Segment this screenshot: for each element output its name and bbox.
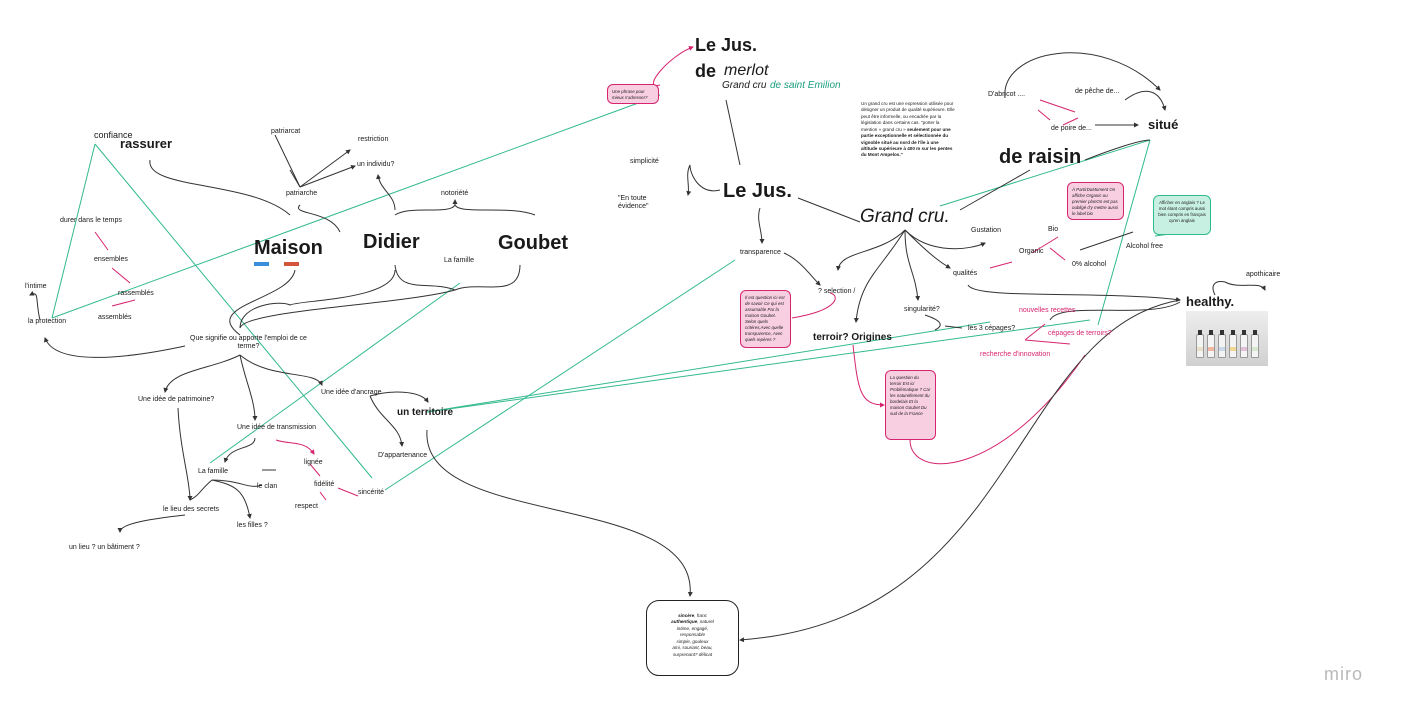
label-lignee: lignée (304, 459, 323, 466)
grand-cru-definition: Un grand cru est une expression utilisée… (861, 101, 956, 159)
label-apothicaire: apothicaire (1246, 271, 1281, 278)
label-assembles: assemblés (98, 314, 132, 321)
label-la-famille-top: La famille (444, 257, 474, 264)
label-sincerite: sincérité (358, 489, 385, 496)
card-line-4: responsable (679, 632, 706, 638)
title-le-jus-top: Le Jus. (695, 35, 758, 55)
label-qualites: qualités (953, 270, 978, 277)
label-nouvelles-recettes: nouvelles recettes (1019, 307, 1076, 314)
label-que-signifie: Que signifie ou apporte l'emploi de ce t… (190, 335, 307, 350)
title-maison: Maison (254, 237, 323, 259)
subtitle-saint-emilion: de saint Emilion (770, 80, 841, 91)
label-simplicite: simplicité (630, 158, 659, 165)
note-phrase[interactable]: Une phrase pour mieux s'adresser? (607, 84, 659, 104)
label-rassembles: rassemblés (118, 290, 154, 297)
label-restriction: restriction (358, 136, 389, 143)
label-gustation: Gustation (971, 227, 1001, 234)
bottle-icon (1196, 330, 1204, 358)
product-photo[interactable] (1186, 311, 1268, 366)
title-merlot: merlot (724, 62, 769, 79)
label-alcohol-free: Alcohol free (1126, 243, 1163, 250)
label-la-protection: la protection (28, 318, 67, 325)
card-line-3: intime, engagé, (676, 625, 709, 631)
card-line-5: simple, gouleux (676, 638, 709, 644)
label-la-famille: La famille (198, 468, 228, 475)
label-ensembles: ensembles (94, 256, 128, 263)
subtitle-grand-cru: Grand cru (722, 80, 767, 91)
label-fidelite: fidélité (314, 481, 335, 488)
label-le-clan: le clan (257, 483, 278, 490)
title-un-territoire: un territoire (397, 407, 454, 418)
label-de-poire: de poire de... (1051, 125, 1092, 132)
bottle-label (1219, 347, 1225, 351)
label-patriarche: patriarche (286, 190, 318, 197)
bottle-label (1241, 347, 1247, 351)
values-card[interactable]: sincère, franc authentique, naturel inti… (646, 600, 739, 676)
label-en-toute-evidence: "En toute évidence" (618, 195, 649, 210)
note-selection[interactable]: Il est question ici est de savoir Ce qui… (740, 290, 791, 348)
card-word-sincere: sincère (678, 613, 695, 618)
card-text-2: , naturel (697, 619, 714, 625)
title-le-jus-mid: Le Jus. (723, 180, 792, 202)
label-selection: ? selection / (818, 288, 856, 295)
label-organic: Organic (1019, 248, 1044, 255)
definition-text: Un grand cru est une expression utilisée… (861, 101, 955, 132)
note-terroir[interactable]: La question du terroir Est ici Problémat… (885, 370, 936, 440)
bottle-label (1208, 347, 1214, 351)
label-lieu-secrets: le lieu des secrets (163, 506, 220, 513)
card-line-6: ami, souriant, beau, (672, 645, 713, 651)
label-trois-cepages: les 3 cépages? (968, 325, 1016, 332)
label-transmission: Une idée de transmission (237, 424, 316, 431)
label-un-individu: un individu? (357, 161, 395, 168)
label-patriarcat: patriarcat (271, 128, 301, 135)
label-cepages-terroirs: cépages de terroirs? (1048, 330, 1112, 337)
note-alcohol[interactable]: À PartirDuMoment On affiche Organic ou p… (1067, 182, 1124, 220)
label-recherche-innovation: recherche d'innovation (980, 351, 1051, 358)
label-singularite: singularité? (904, 306, 940, 313)
label-notoriete: notoriété (441, 190, 469, 197)
card-line-7: surprenant? délicat (672, 651, 713, 657)
note-english[interactable]: Afficher en anglais ? Le mot étant compr… (1153, 195, 1211, 235)
bottle-icon (1240, 330, 1248, 358)
label-un-lieu: un lieu ? un bâtiment ? (69, 544, 140, 551)
title-de: de (695, 61, 717, 81)
bottle-icon (1229, 330, 1237, 358)
label-appartenance: D'appartenance (378, 452, 428, 459)
title-situe: situé (1148, 117, 1179, 132)
title-didier: Didier (363, 231, 420, 253)
label-ancrage: Une idée d'ancrage (321, 389, 382, 396)
blue-bar (254, 262, 269, 266)
bottle-label (1252, 347, 1258, 351)
label-terroir-origines: terroir? Origines (813, 332, 892, 343)
bottle-label (1197, 347, 1203, 351)
title-goubet: Goubet (498, 232, 568, 254)
label-zero-alcool: 0% alcohol (1072, 261, 1107, 268)
bottle-label (1230, 347, 1236, 351)
label-les-filles: les filles ? (237, 522, 268, 529)
card-text-1: , franc (694, 613, 707, 618)
bottle-icon (1218, 330, 1226, 358)
label-patrimoine: Une idée de patrimoine? (138, 396, 215, 403)
bottle-icon (1251, 330, 1259, 358)
label-confiance: confiance (94, 130, 133, 140)
label-transparence: transparence (740, 249, 781, 256)
card-word-authentique: authentique (671, 619, 698, 625)
miro-logo: miro (1324, 664, 1363, 684)
title-de-raisin: de raisin (999, 146, 1082, 168)
label-bio: Bio (1048, 226, 1059, 233)
label-respect: respect (295, 503, 318, 510)
label-dabricot: D'abricot .... (988, 91, 1026, 98)
title-healthy: healthy. (1186, 294, 1235, 309)
orange-bar (284, 262, 299, 266)
title-grand-cru: Grand cru. (860, 206, 950, 227)
definition-bold: seulement pour une partie exceptionnelle… (861, 126, 953, 158)
label-de-peche: de pêche de... (1075, 88, 1120, 95)
label-durer: durer dans le temps (60, 217, 122, 224)
title-rassurer: rassurer (120, 136, 173, 151)
bottle-icon (1207, 330, 1215, 358)
label-lintime: l'intime (25, 283, 47, 290)
